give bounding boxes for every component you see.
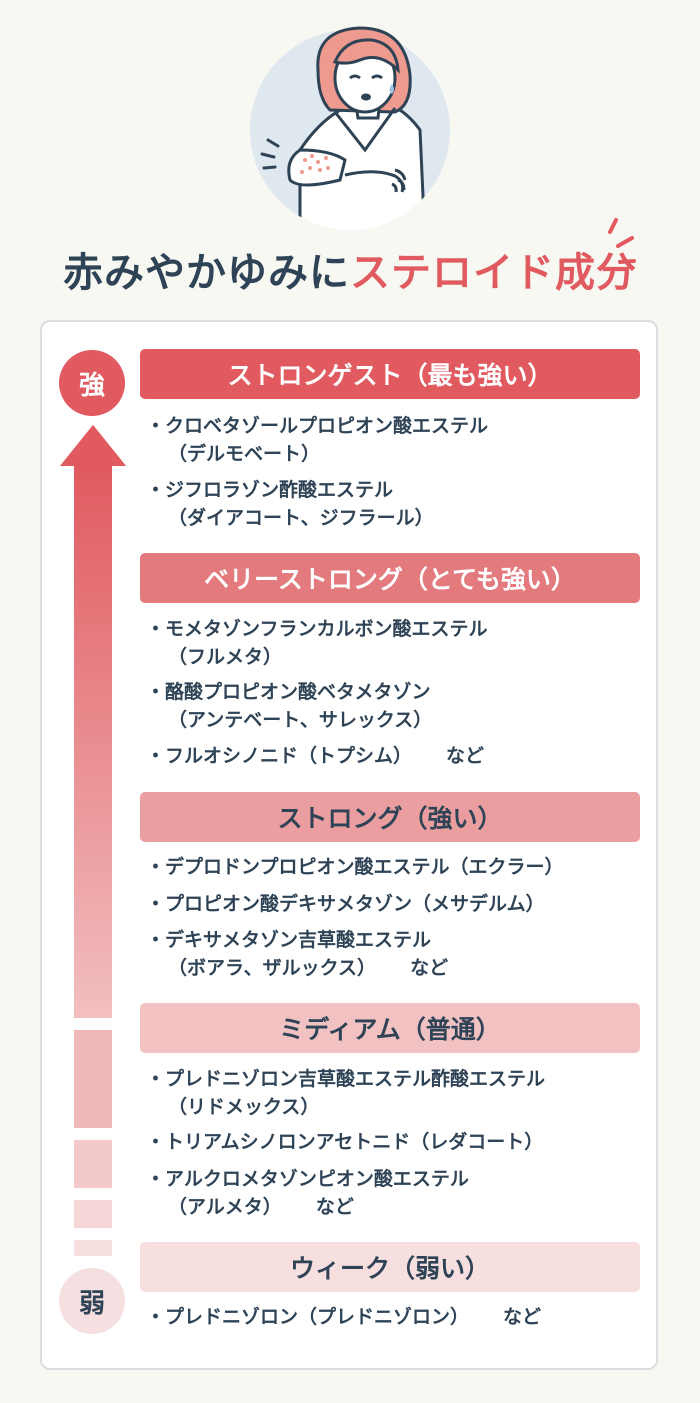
strong-badge: 強 xyxy=(59,350,125,416)
list-item: デプロドンプロピオン酸エステル（エクラー） xyxy=(146,853,646,881)
list-item: フルオシノニド（トプシム）など xyxy=(146,742,646,770)
level-header-weak: ウィーク（弱い） xyxy=(140,1242,640,1292)
list-item: プロピオン酸デキサメタゾン（メサデルム） xyxy=(146,890,646,918)
list-item: デキサメタゾン吉草酸エステル （ボアラ、ザルックス）など xyxy=(146,926,646,982)
hero-illustration xyxy=(0,0,700,310)
title-part-1: 赤みやかゆみに xyxy=(63,250,350,296)
list-item: プレドニゾロン（プレドニゾロン）など xyxy=(146,1303,646,1331)
list-item: プレドニゾロン吉草酸エステル酢酸エステル （リドメックス） xyxy=(146,1065,646,1121)
level-header-very-strong: ベリーストロング（とても強い） xyxy=(140,553,640,603)
level-header-strong: ストロング（強い） xyxy=(140,792,640,842)
level-header-strongest: ストロンゲスト（最も強い） xyxy=(140,349,640,399)
itch-lines-icon xyxy=(260,138,280,170)
list-item: モメタゾンフランカルボン酸エステル （フルメタ） xyxy=(146,615,646,671)
title-part-2: ステロイド成分 xyxy=(350,250,637,296)
list-item: トリアムシノロンアセトニド（レダコート） xyxy=(146,1128,646,1156)
weak-badge: 弱 xyxy=(59,1268,125,1334)
page-title: 赤みやかゆみにステロイド成分 xyxy=(0,240,700,298)
list-item: ジフロラゾン酢酸エステル （ダイアコート、ジフラール） xyxy=(146,476,646,532)
emphasis-lines-icon xyxy=(608,218,636,264)
list-item: クロベタゾールプロピオン酸エステル （デルモベート） xyxy=(146,412,646,468)
level-header-medium: ミディアム（普通） xyxy=(140,1003,640,1053)
woman-scratching-arm-illustration xyxy=(250,26,636,264)
list-item: 酪酸プロピオン酸ベタメタゾン （アンテベート、サレックス） xyxy=(146,678,646,734)
list-item: アルクロメタゾンピオン酸エステル （アルメタ）など xyxy=(146,1165,646,1221)
